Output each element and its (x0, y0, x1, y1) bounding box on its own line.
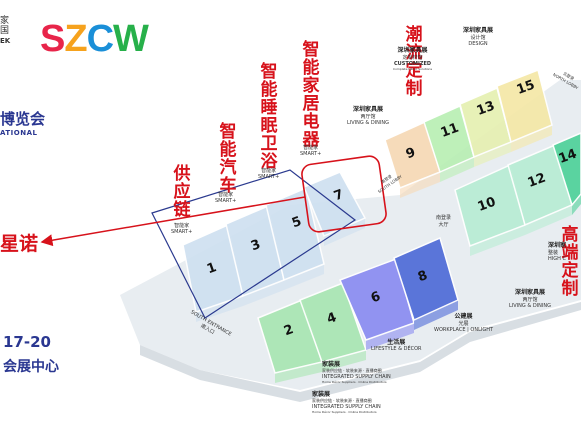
annotation-smart-sleep-bath: 智能睡眠卫浴 (260, 62, 278, 172)
hall-number-12: 12 (526, 171, 548, 191)
hall-side-8 (414, 300, 458, 330)
hall-side-10 (470, 225, 525, 256)
annotation-smart-car: 智能汽车 (219, 122, 237, 196)
hall-side-13 (474, 142, 511, 167)
hall-side-9 (400, 172, 440, 198)
annotation-premium-custom: 高端定制 (561, 225, 579, 299)
hall-number-15: 15 (515, 78, 537, 98)
logo-letter: C (86, 18, 114, 60)
expo-title-partial: 博览会 ATIONAL (0, 110, 46, 137)
label-smart-2: 智能家 SMART+ (215, 192, 237, 204)
label-integrated-2: 家装展 家装供应链 · 软装来源 · 直播商圈 INTEGRATED SUPPL… (312, 391, 381, 414)
label-design: 深圳家具展 设计馆 DESIGN (463, 27, 494, 47)
floor-shadow (140, 302, 581, 402)
hall-14[interactable] (552, 132, 581, 207)
hall-side-3 (243, 280, 284, 306)
brand-partial-top: 家 国 EK (0, 16, 11, 45)
supply-chain-outline (151, 169, 357, 319)
hall-side-11 (440, 157, 474, 182)
hall-side-14 (572, 194, 581, 215)
label-living-dining-top: 深圳家具展 两厅馆 LIVING & DINING (347, 106, 390, 126)
hall-side-2 (275, 362, 322, 383)
hall-side-4 (322, 350, 366, 372)
hall-5[interactable] (265, 186, 325, 282)
hall-number-10: 10 (476, 195, 498, 215)
hall-side-15 (511, 125, 552, 152)
hall-side-6 (366, 323, 414, 350)
label-lifestyle: 生活展 LIFESTYLE & DÉCOR (371, 339, 422, 352)
pointer-arrow (40, 196, 306, 247)
label-smart-4: 智能家 SMART+ (300, 145, 322, 157)
label-high-custom: 深圳家 整装 HIGH C (548, 242, 567, 262)
annotation-trend-custom: 潮流定制 (405, 25, 423, 99)
event-date: 17-20 (3, 333, 51, 351)
hall-side-7 (324, 218, 365, 246)
label-smart-3: 智能家 SMART+ (258, 168, 280, 180)
hall-side-5 (284, 264, 324, 290)
hall-7-highlight (301, 155, 387, 233)
logo-letter: S (40, 18, 65, 60)
event-venue: 会展中心 (3, 359, 59, 375)
annotation-supply-chain: 供应链 (173, 164, 191, 220)
logo-letter: W (113, 18, 149, 60)
hall-8[interactable] (393, 236, 459, 322)
hall-number-11: 11 (439, 121, 461, 141)
annotation-smart-home: 智能家居电器 (302, 40, 320, 150)
szcw-logo: SZCW (40, 18, 149, 61)
label-customized: 深圳家具展 定制材馆 CUSTOMIZED Complete Decor Sol… (393, 47, 433, 71)
label-south-east: 南登录 大厅 (436, 215, 452, 228)
label-smart-1: 智能家 SMART+ (171, 223, 193, 235)
label-living-dining-right: 深圳家具展 两厅馆 LIVING & DINING (509, 289, 552, 309)
hall-number-13: 13 (475, 99, 497, 119)
logo-letter: Z (64, 18, 87, 60)
hall-side-12 (525, 205, 572, 235)
promise-text: 星诺 (0, 233, 39, 255)
hall-15[interactable] (496, 68, 553, 144)
hall-number-14: 14 (557, 147, 579, 167)
label-workplace: 公建展 光展 WORKPLACE | ONLIGHT (434, 313, 494, 333)
label-integrated-1: 家装展 家装供应链 · 软装来源 · 直播商圈 INTEGRATED SUPPL… (322, 361, 391, 384)
